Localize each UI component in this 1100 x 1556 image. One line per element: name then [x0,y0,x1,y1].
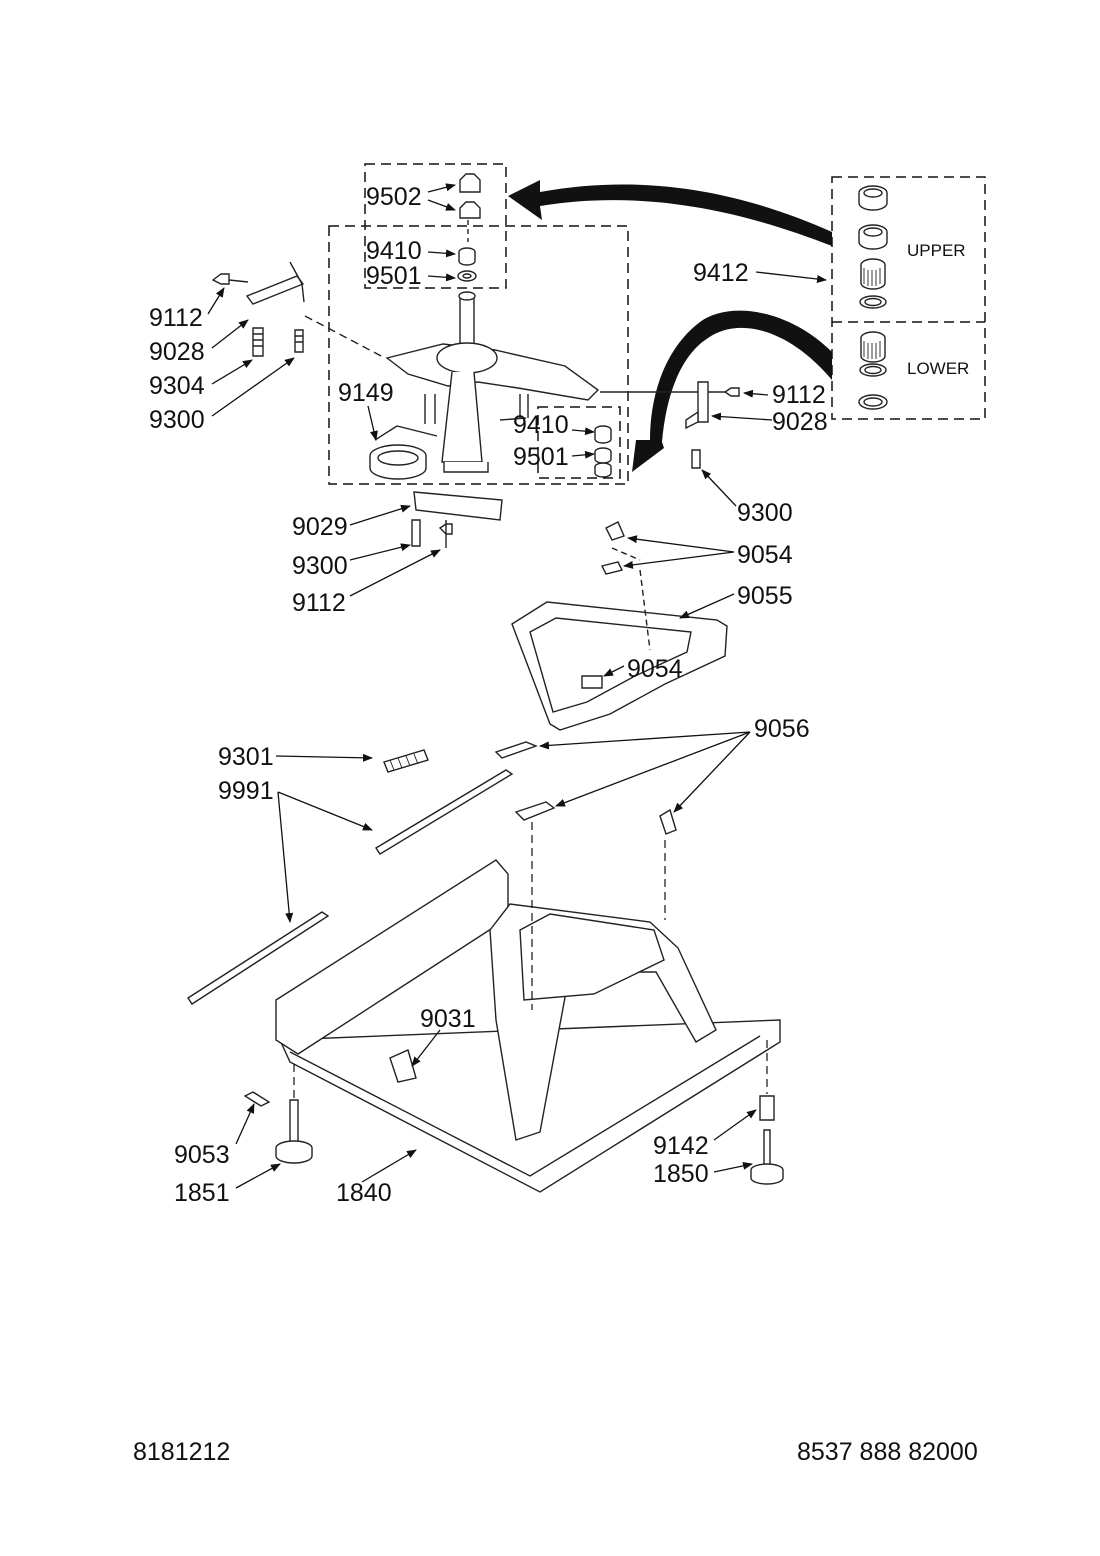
lower-kit-arrow [632,310,832,472]
leveling-feet [243,1049,784,1185]
mid-bearings [594,425,612,478]
label-9410-mid: 9410 [513,411,569,439]
label-9501-mid: 9501 [513,443,569,471]
dashed-group-boxes [328,163,986,485]
bearing-kit-box [831,176,986,420]
bearing-kit-parts [858,185,888,410]
alignment-lines [293,822,768,1098]
label-9031: 9031 [420,1005,476,1033]
label-9502: 9502 [366,183,422,211]
left-suspension-parts [211,261,386,359]
label-1851: 1851 [174,1179,230,1207]
label-9301: 9301 [218,743,274,771]
leader-arrows [207,183,827,1189]
label-9300-low: 9300 [292,552,348,580]
label-9056: 9056 [754,715,810,743]
label-upper: UPPER [907,241,966,260]
label-9054-top: 9054 [737,541,793,569]
label-9029: 9029 [292,513,348,541]
drive-hub-assembly [385,291,600,473]
right-suspension-parts [600,381,740,469]
label-9501-top: 9501 [366,262,422,290]
agitator-assembly-box [328,225,629,485]
label-1840: 1840 [336,1179,392,1207]
label-9112-left: 9112 [149,304,203,332]
label-9055: 9055 [737,582,793,610]
label-9991: 9991 [218,777,274,805]
upper-kit-arrow [508,180,832,246]
ring-9149 [369,425,438,480]
footer-left-code: 8181212 [133,1438,231,1466]
label-9112-low: 9112 [292,589,346,617]
label-9142: 9142 [653,1132,709,1160]
label-9054-mid: 9054 [627,655,683,683]
label-lower: LOWER [907,359,970,378]
top-bearings [457,173,481,282]
tub-support-9055 [511,521,728,731]
label-9028-right: 9028 [772,408,828,436]
mid-bearing-box [537,406,621,479]
strap-9029 [411,491,503,548]
label-9053: 9053 [174,1141,230,1169]
label-9028-left: 9028 [149,338,205,366]
label-9149: 9149 [338,379,394,407]
label-9300-right: 9300 [737,499,793,527]
label-1850: 1850 [653,1160,709,1188]
label-9412: 9412 [693,259,749,287]
footer-right-code: 8537 888 82000 [797,1438,978,1466]
big-arrows [508,180,832,472]
label-9410-top: 9410 [366,237,422,265]
label-9300-left: 9300 [149,406,205,434]
label-9304: 9304 [149,372,205,400]
misc-small-parts [187,741,677,1005]
label-9112-right: 9112 [772,381,826,409]
